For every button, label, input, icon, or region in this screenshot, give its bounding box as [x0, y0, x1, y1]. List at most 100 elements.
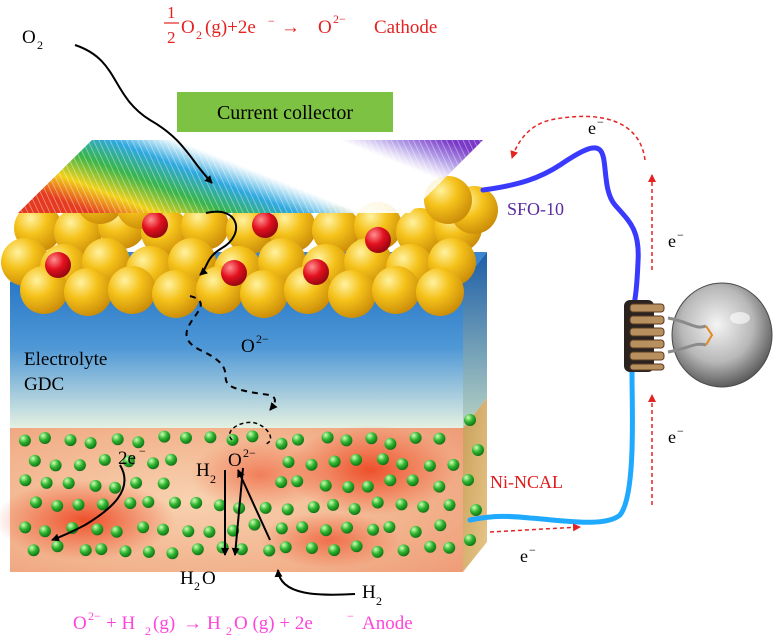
- reaction-arrows: [51, 44, 356, 596]
- anode-nickel-particle: [371, 545, 384, 558]
- e-right2: e: [668, 427, 676, 447]
- wire-bottom: [467, 369, 635, 525]
- anode-nickel-particle: [213, 499, 226, 512]
- anode-nickel-particle: [204, 431, 217, 444]
- cathode-gold-particle: [416, 268, 464, 316]
- cathode-red-particle: [221, 260, 247, 286]
- anode-arrow: →: [183, 613, 202, 634]
- anode-nickel-particle: [64, 434, 77, 447]
- anode-nickel-particle: [319, 479, 332, 492]
- anode-nickel-particle: [51, 499, 64, 512]
- anode-nickel-particle: [157, 523, 169, 536]
- electrolyte-label: Electrolyte GDC: [24, 349, 107, 395]
- e-top: e: [588, 118, 596, 138]
- anode-nickel-particle: [73, 459, 86, 472]
- anode-nickel-particle: [321, 431, 334, 444]
- anode-nickel-particle: [124, 497, 137, 510]
- anode-nickel-particle: [38, 432, 51, 444]
- h2o-h: H: [180, 568, 194, 589]
- cathode-particle-layer: [1, 176, 498, 318]
- anode-nickel-particle: [409, 525, 422, 538]
- cathode-red-particle: [45, 252, 71, 278]
- anode-nickel-particle: [191, 543, 204, 556]
- anode-nickel-particle: [30, 496, 42, 509]
- cathode-gold-particle: [181, 202, 229, 250]
- h2-bottom-arrow: [274, 569, 356, 596]
- h2o-sub: 2: [194, 579, 200, 593]
- anode-nickel-particle: [119, 545, 132, 558]
- sfo-label: SFO-10: [507, 199, 564, 219]
- o2minus-loop: [228, 421, 272, 445]
- cathode-gold-particle: [152, 270, 200, 318]
- anode-nickel-particle: [433, 432, 446, 445]
- anode-h2o-sub: 2: [226, 624, 232, 638]
- cathode-gold-particle: [108, 266, 156, 314]
- cathode-equation: 1 2 O 2 (g)+2e − → O 2− Cathode: [164, 3, 437, 47]
- e-bottom-sup: −: [529, 543, 536, 557]
- anode-nickel-particle: [275, 437, 288, 450]
- cathode-arrow-inner: [199, 210, 238, 276]
- anode-nickel-particle: [361, 480, 374, 493]
- anode-nickel-particle: [281, 503, 294, 516]
- bottom-labels: H 2 O H 2: [180, 568, 382, 608]
- anode-nickel-particle: [190, 496, 203, 509]
- anode-nickel-particle: [443, 499, 456, 511]
- anode-nickel-particle: [341, 521, 353, 534]
- anode-equation: O 2− + H 2 (g) → H 2 O (g) + 2e − Anode: [73, 609, 413, 638]
- current-collector-label: Current collector: [217, 102, 353, 124]
- external-wire: [467, 145, 641, 525]
- e-right: e: [668, 231, 676, 251]
- twoe-arrow: [51, 464, 126, 542]
- anode-nickel-particle: [62, 477, 75, 490]
- anode-nickel-particle: [84, 437, 97, 449]
- light-bulb-icon: [624, 282, 773, 388]
- electrolyte-line2: GDC: [24, 374, 64, 395]
- anode-nickel-particle: [417, 500, 430, 513]
- o2minus-dashed-arrow: [185, 295, 278, 411]
- e-bottom: e: [520, 546, 528, 566]
- anode-nickel-particle: [39, 525, 51, 538]
- cathode-gold-particle: [328, 270, 376, 318]
- cathode-gold-particle: [20, 266, 68, 314]
- cathode-frac-num: 1: [167, 3, 176, 22]
- anode-nickel-particle: [282, 456, 295, 468]
- anode-nickel-particle: [470, 504, 482, 516]
- anode-nickel-particle: [434, 519, 447, 532]
- cathode-gold-particle: [372, 266, 420, 314]
- anode-nickel-particle: [235, 543, 248, 556]
- cathode-red-particle: [365, 227, 391, 253]
- anode-nickel-particle: [409, 431, 422, 444]
- cathode-species-sub: 2: [196, 28, 202, 42]
- anode-label: Anode: [362, 613, 413, 634]
- e-top-sup: −: [597, 115, 604, 129]
- anode-particle-layer: [18, 414, 484, 560]
- anode-reactant: O: [73, 613, 87, 634]
- h2-up-arrow: [237, 469, 271, 541]
- anode-nickel-particle: [157, 477, 170, 490]
- o2-label: O 2: [22, 27, 43, 52]
- cathode-frac-den: 2: [167, 28, 176, 47]
- anode-nickel-particle: [328, 544, 341, 557]
- anode-nickel-particle: [142, 545, 155, 558]
- anode-nickel-particle: [275, 522, 288, 535]
- electron-labels: e − e − e − e −: [520, 115, 684, 566]
- anode-nickel-particle: [443, 541, 456, 554]
- anode-nickel-particle: [180, 431, 192, 444]
- cathode-gold-particle: [240, 270, 288, 318]
- anode-nickel-particle: [384, 474, 397, 487]
- h2o-arrow-right: [231, 467, 244, 556]
- anode-nickel-particle: [291, 475, 304, 488]
- anode-nickel-particle: [462, 474, 474, 486]
- anode-nickel-particle: [464, 534, 476, 546]
- anode-nickel-particle: [18, 434, 31, 447]
- cathode-minus: −: [268, 14, 275, 28]
- anode-h2o-h: H: [207, 613, 221, 634]
- anode-nickel-particle: [246, 430, 259, 443]
- anode-nickel-particle: [248, 518, 261, 531]
- anode-nickel-particle: [447, 458, 460, 471]
- anode-nickel-particle: [89, 479, 102, 492]
- anode-nickel-particle: [98, 453, 111, 466]
- o2-sub: 2: [37, 38, 43, 52]
- twoe-sup: −: [139, 444, 146, 458]
- twoe-main: 2e: [118, 448, 136, 469]
